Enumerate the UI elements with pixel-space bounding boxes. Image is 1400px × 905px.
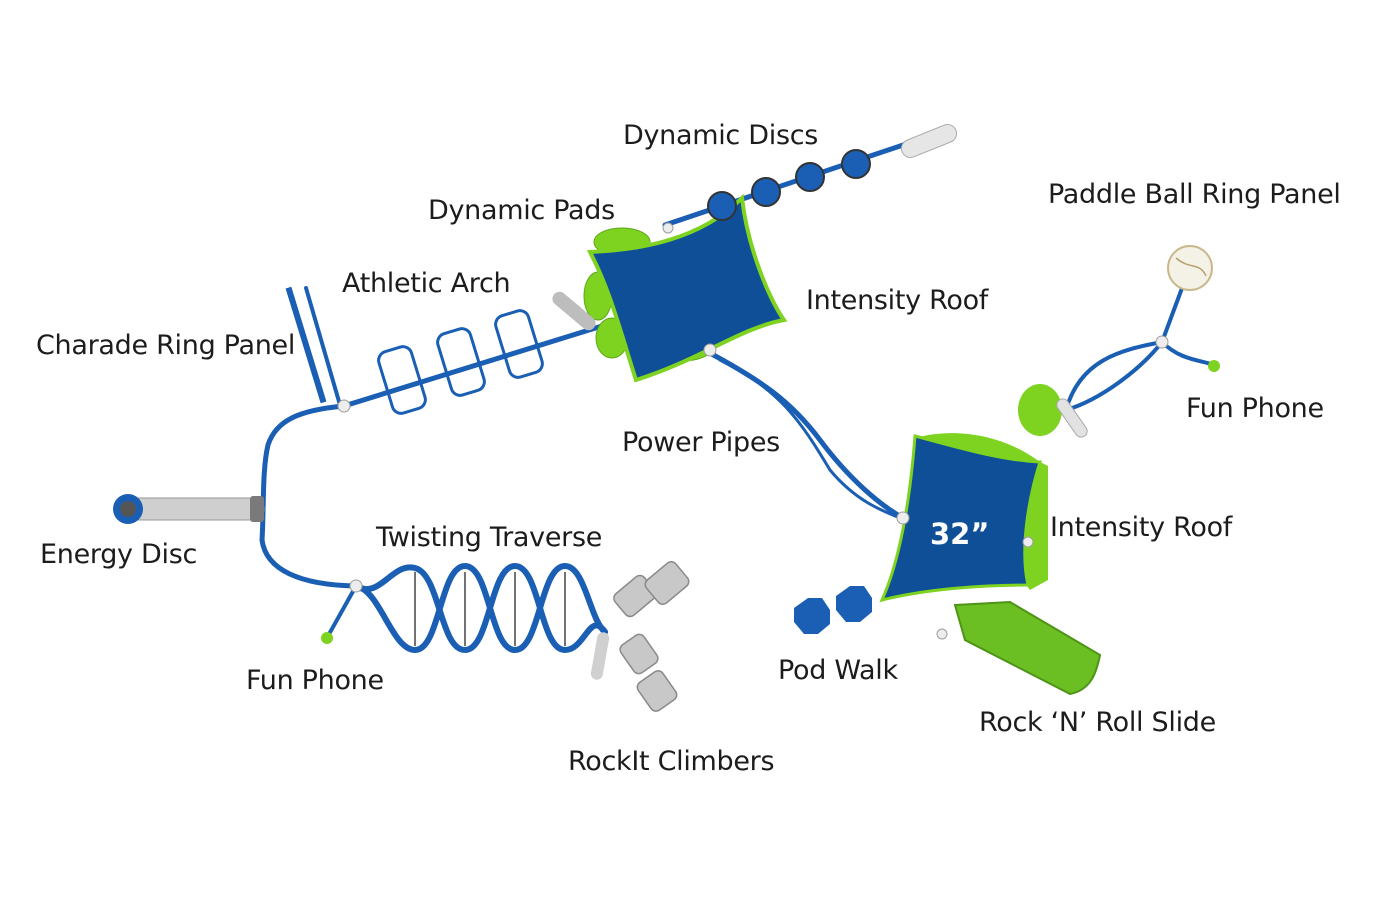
right-fun-phone-disc [1018, 384, 1062, 436]
label-energy-disc: Energy Disc [40, 539, 198, 570]
twisting-traverse-strand-b [353, 563, 608, 653]
dynamic-discs [707, 149, 871, 221]
dynamic-discs-rail [662, 139, 915, 228]
charade-ring-panel [285, 286, 327, 404]
rockit-climbers [613, 560, 690, 712]
label-charade-ring-panel: Charade Ring Panel [36, 330, 296, 361]
label-dynamic-discs: Dynamic Discs [623, 120, 819, 151]
left-fun-phone-post [326, 584, 358, 638]
intensity-roof-top [586, 193, 788, 383]
right-swing-frame [1064, 340, 1164, 412]
left-fun-phone-cone [321, 632, 333, 644]
label-dynamic-pads: Dynamic Pads [428, 195, 615, 226]
energy-disc [113, 494, 265, 524]
label-paddle-ball-ring-panel: Paddle Ball Ring Panel [1048, 179, 1341, 210]
label-rockit-climbers: RockIt Climbers [568, 746, 775, 777]
label-athletic-arch: Athletic Arch [342, 268, 511, 299]
label-intensity-roof-top: Intensity Roof [806, 285, 988, 316]
rockit-post [590, 632, 610, 680]
label-fun-phone-right: Fun Phone [1186, 393, 1324, 424]
athletic-arch-ring-3 [494, 309, 544, 379]
label-intensity-roof-right: Intensity Roof [1050, 512, 1232, 543]
charade-post [304, 286, 342, 407]
right-fun-phone-cone [1208, 360, 1220, 372]
arch-end-pipe [552, 291, 596, 331]
deck-height-label: 32” [930, 517, 990, 551]
rock-n-roll-slide [953, 600, 1102, 696]
pod-walk [794, 586, 872, 634]
right-fun-phone-pipe [1056, 398, 1088, 438]
label-pod-walk: Pod Walk [778, 655, 898, 686]
dynamic-discs-end-pipe [900, 124, 958, 158]
main-curved-frame [259, 403, 359, 589]
label-rock-n-roll-slide: Rock ‘N’ Roll Slide [979, 707, 1216, 738]
label-power-pipes: Power Pipes [622, 427, 780, 458]
label-fun-phone-left: Fun Phone [246, 665, 384, 696]
paddle-ball-ring-panel [1167, 245, 1213, 291]
label-twisting-traverse: Twisting Traverse [376, 522, 603, 553]
athletic-arch-ring-2 [436, 327, 486, 397]
power-pipes-rail [718, 358, 902, 520]
right-fun-phone-arm [1160, 340, 1216, 367]
intensity-roof-right [879, 434, 1043, 603]
frame-joints [337, 222, 1169, 640]
athletic-arch-ring-1 [377, 345, 427, 415]
